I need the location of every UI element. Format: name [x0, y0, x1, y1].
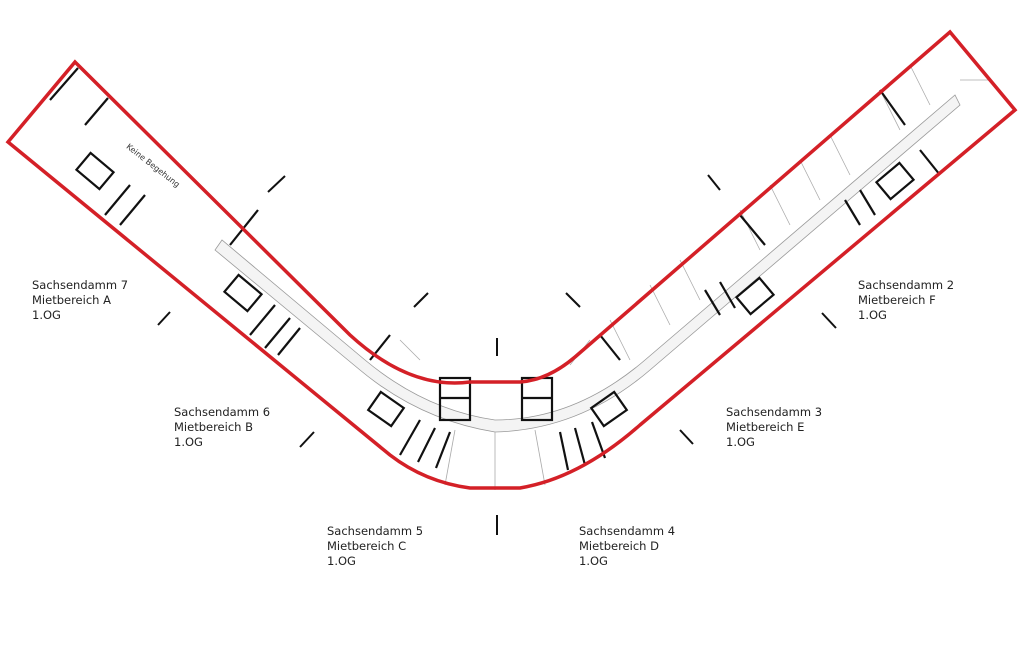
area-label: Mietbereich D	[579, 539, 659, 553]
street-label: Sachsendamm 7	[32, 278, 129, 292]
section-markers	[157, 174, 837, 535]
area-label-c: Sachsendamm 5 Mietbereich C 1.OG	[327, 524, 423, 569]
area-label-e: Sachsendamm 3 Mietbereich E 1.OG	[726, 405, 822, 450]
area-label: Mietbereich C	[327, 539, 407, 553]
street-label: Sachsendamm 5	[327, 524, 424, 538]
street-label: Sachsendamm 4	[579, 524, 676, 538]
area-label: Mietbereich F	[858, 293, 936, 307]
walls	[49, 67, 941, 471]
corridor	[214, 94, 961, 433]
floor-label: 1.OG	[726, 435, 755, 449]
area-label: Mietbereich A	[32, 293, 111, 307]
area-label: Mietbereich B	[174, 420, 253, 434]
floor-label: 1.OG	[32, 308, 61, 322]
area-label-f: Sachsendamm 2 Mietbereich F 1.OG	[858, 278, 954, 323]
area-label-d: Sachsendamm 4 Mietbereich D 1.OG	[579, 524, 675, 569]
area-label-b: Sachsendamm 6 Mietbereich B 1.OG	[174, 405, 270, 450]
room-partitions	[399, 64, 990, 490]
floor-label: 1.OG	[327, 554, 356, 568]
street-label: Sachsendamm 6	[174, 405, 271, 419]
street-label: Sachsendamm 2	[858, 278, 955, 292]
rental-area-outline	[5, 29, 1018, 490]
floor-label: 1.OG	[579, 554, 608, 568]
floor-label: 1.OG	[174, 435, 203, 449]
area-label: Mietbereich E	[726, 420, 805, 434]
floor-label: 1.OG	[858, 308, 887, 322]
area-label-a: Sachsendamm 7 Mietbereich A 1.OG	[32, 278, 128, 323]
street-label: Sachsendamm 3	[726, 405, 823, 419]
